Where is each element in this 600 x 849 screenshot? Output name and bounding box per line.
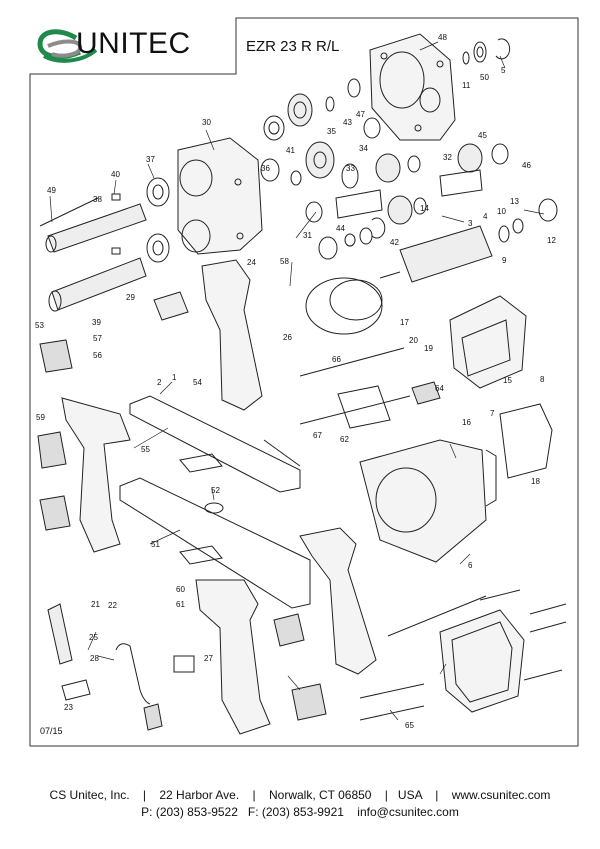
- brush-holder-parts: [337, 381, 553, 479]
- callout-label: 36: [261, 164, 270, 173]
- callout-label: 35: [327, 127, 336, 136]
- screw-parts: [479, 589, 567, 681]
- callout-label: 33: [346, 164, 355, 173]
- callout-label: 49: [47, 186, 56, 195]
- footer-contact: P: (203) 853-9522 F: (203) 853-9921 info…: [141, 805, 459, 819]
- leader-lines: [49, 41, 545, 721]
- callout-label: 21: [91, 600, 100, 609]
- cover-parts: [37, 339, 73, 531]
- callout-label: 40: [111, 170, 120, 179]
- front-housing-part: [177, 137, 263, 255]
- callout-label: 60: [176, 585, 185, 594]
- callout-label: 6: [468, 561, 473, 570]
- callout-label: 16: [462, 418, 471, 427]
- callout-label: 39: [92, 318, 101, 327]
- callout-label: 28: [90, 654, 99, 663]
- rear-handle-part: [299, 527, 377, 675]
- callout-label: 38: [93, 195, 102, 204]
- callout-label: 57: [93, 334, 102, 343]
- callout-label: 4: [483, 212, 488, 221]
- callout-label: 1: [172, 373, 177, 382]
- callout-label: 51: [151, 540, 160, 549]
- gear-housing-part: [369, 33, 456, 141]
- callout-label: 46: [522, 161, 531, 170]
- callout-label: 7: [490, 409, 495, 418]
- callout-label: 61: [176, 600, 185, 609]
- handle-part: [201, 259, 263, 411]
- callout-label: 8: [540, 375, 545, 384]
- callout-label: 20: [409, 336, 418, 345]
- air-guide-part: [305, 277, 383, 335]
- date-code: 07/15: [40, 726, 63, 736]
- callout-label: 45: [478, 131, 487, 140]
- callout-label: 59: [36, 413, 45, 422]
- callout-label: 22: [108, 601, 117, 610]
- callout-label: 32: [443, 153, 452, 162]
- switch-part: [153, 291, 189, 321]
- callout-label: 64: [435, 384, 444, 393]
- callout-label: 5: [501, 66, 506, 75]
- callout-label: 11: [462, 81, 471, 90]
- callout-label: 29: [126, 293, 135, 302]
- grip-part: [195, 579, 271, 735]
- callout-label: 19: [424, 344, 433, 353]
- side-handle-part: [61, 397, 131, 553]
- model-title: EZR 23 R R/L: [246, 38, 340, 55]
- brand-name: UNITEC: [76, 27, 191, 60]
- callout-label: 25: [89, 633, 98, 642]
- callout-label: 67: [313, 431, 322, 440]
- callout-label: 15: [503, 376, 512, 385]
- callout-label: 43: [343, 118, 352, 127]
- callout-label: 10: [497, 207, 506, 216]
- field-coil-part: [449, 295, 527, 389]
- callout-label: 18: [531, 477, 540, 486]
- callout-label: 42: [390, 238, 399, 247]
- cs-logo-icon: [37, 29, 98, 63]
- callout-label: 48: [438, 33, 447, 42]
- callout-label: 13: [510, 197, 519, 206]
- callout-label: 47: [356, 110, 365, 119]
- callout-label: 58: [280, 257, 289, 266]
- callout-label: 26: [283, 333, 292, 342]
- callout-label: 23: [64, 703, 73, 712]
- callout-label: 27: [204, 654, 213, 663]
- end-cap-part: [439, 609, 525, 713]
- callout-label: 14: [420, 204, 429, 213]
- callout-label: 31: [303, 231, 312, 240]
- callout-label: 56: [93, 351, 102, 360]
- bearing-parts: [146, 177, 170, 263]
- footer-address: CS Unitec, Inc. | 22 Harbor Ave. | Norwa…: [49, 788, 551, 802]
- callout-label: 65: [405, 721, 414, 730]
- callout-label: 34: [359, 144, 368, 153]
- callout-label: 66: [332, 355, 341, 364]
- bracket-parts: [119, 395, 311, 609]
- diagram-border: [29, 17, 579, 747]
- callout-label: 44: [336, 224, 345, 233]
- motor-housing-part: [359, 439, 497, 563]
- callout-label: 3: [468, 219, 473, 228]
- ring-parts: [462, 38, 511, 65]
- callout-label: 52: [211, 486, 220, 495]
- callout-label: 30: [202, 118, 211, 127]
- callout-label: 2: [157, 378, 162, 387]
- callout-label: 12: [547, 236, 556, 245]
- spindle-parts: [39, 193, 147, 312]
- cable-parts: [47, 603, 327, 731]
- gear-train-part: [260, 78, 509, 260]
- callout-label: 17: [400, 318, 409, 327]
- callout-label: 41: [286, 146, 295, 155]
- callout-label: 53: [35, 321, 44, 330]
- callout-label: 54: [193, 378, 202, 387]
- callout-label: 62: [340, 435, 349, 444]
- callout-label: 9: [502, 256, 507, 265]
- callout-label: 24: [247, 258, 256, 267]
- callout-label: 37: [146, 155, 155, 164]
- callout-label: 50: [480, 73, 489, 82]
- callout-labels: 48 5 11 50 47 43 35 30 34 45 46 41 36 37…: [35, 33, 556, 730]
- callout-label: 55: [141, 445, 150, 454]
- armature-part: [379, 198, 558, 283]
